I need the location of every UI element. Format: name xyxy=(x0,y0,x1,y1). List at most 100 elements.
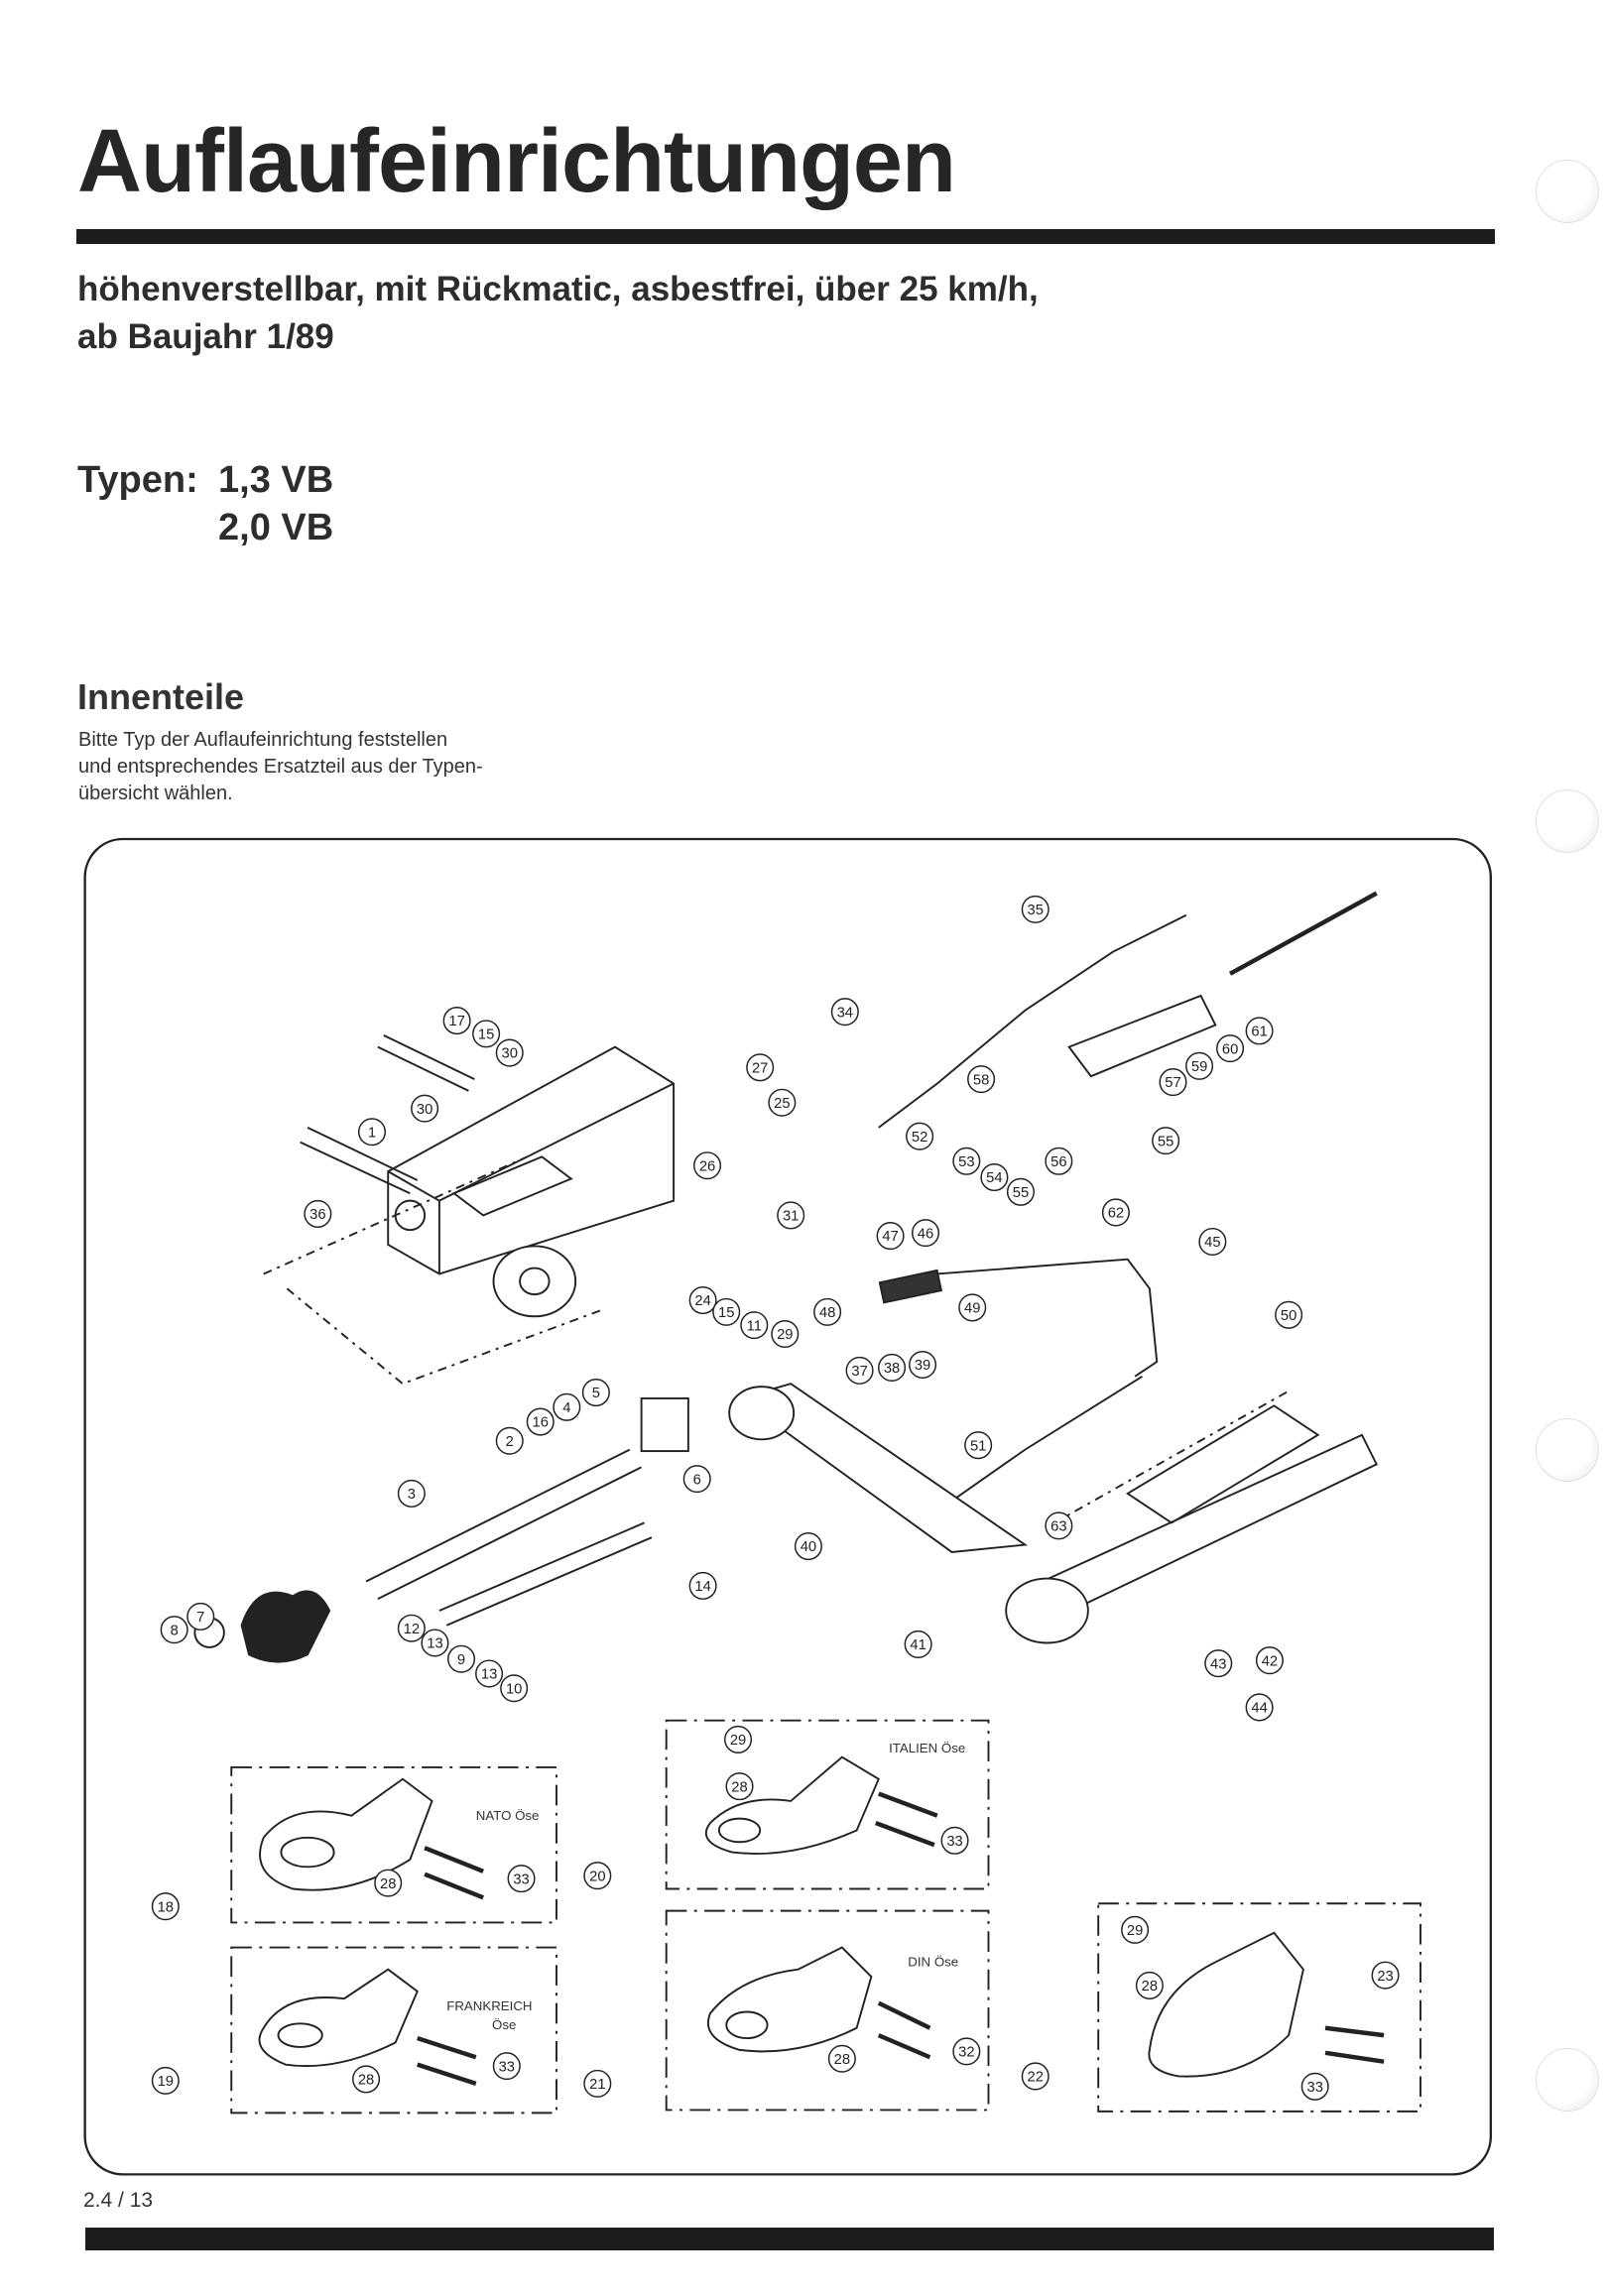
push-rod xyxy=(365,1448,643,1601)
part-callout: 28 xyxy=(827,2044,856,2073)
label-nato-eye: NATO Öse xyxy=(476,1808,540,1823)
shock-absorber xyxy=(438,1521,653,1627)
callout-circle xyxy=(1275,1300,1303,1329)
callout-number: 58 xyxy=(973,1072,989,1088)
callout-circle xyxy=(442,1007,471,1035)
part-callout: 61 xyxy=(1245,1017,1274,1045)
callout-circle xyxy=(724,1725,753,1753)
part-callout: 46 xyxy=(911,1219,940,1248)
callout-number: 8 xyxy=(171,1623,179,1638)
header-rule xyxy=(76,229,1495,244)
callout-number: 53 xyxy=(958,1154,974,1170)
part-callouts: 3534171530301362725263158525354555657596… xyxy=(151,895,1400,2101)
callout-number: 13 xyxy=(481,1667,497,1683)
part-callout: 34 xyxy=(830,998,859,1027)
part-callout: 59 xyxy=(1185,1051,1214,1080)
callout-circle xyxy=(1185,1051,1214,1080)
part-callout: 19 xyxy=(151,2066,180,2095)
callout-number: 28 xyxy=(834,2052,850,2068)
ball-coupling xyxy=(1148,1931,1304,2078)
nato-eye xyxy=(259,1777,433,1891)
callout-circle xyxy=(492,2052,521,2081)
callout-circle xyxy=(906,1122,934,1150)
housing-handle xyxy=(451,1155,573,1217)
part-callout: 8 xyxy=(160,1616,188,1644)
mounting-bracket xyxy=(1125,1404,1320,1524)
subassembly-labels: NATO Öse ITALIEN Öse FRANKREICH Öse DIN … xyxy=(446,1741,965,2032)
part-callout: 32 xyxy=(952,2037,981,2066)
callout-number: 33 xyxy=(1306,2080,1322,2096)
callout-circle xyxy=(1021,2062,1049,2091)
housing-edge xyxy=(387,1082,675,1274)
callout-circle xyxy=(952,1147,981,1175)
callout-circle xyxy=(421,1629,449,1657)
label-frankreich-eye-2: Öse xyxy=(492,2017,516,2032)
cable xyxy=(951,1375,1144,1503)
callout-circle xyxy=(1121,1915,1150,1944)
eye-hole xyxy=(717,1817,762,1844)
callout-circle xyxy=(904,1630,932,1658)
part-callout: 54 xyxy=(980,1163,1009,1192)
callout-circle xyxy=(740,1311,769,1340)
callout-circle xyxy=(768,1088,797,1117)
callout-circle xyxy=(397,1614,426,1642)
callout-circle xyxy=(682,1465,711,1494)
eye-hole xyxy=(725,2010,769,2040)
callout-circle xyxy=(1101,1198,1130,1227)
callout-number: 23 xyxy=(1377,1969,1393,1985)
callout-number: 44 xyxy=(1251,1701,1267,1717)
callout-circle xyxy=(878,1353,907,1382)
callout-number: 52 xyxy=(912,1130,927,1146)
callout-circle xyxy=(1371,1961,1400,1990)
callout-number: 15 xyxy=(478,1027,494,1043)
section-heading: Innenteile xyxy=(77,676,245,717)
callout-number: 12 xyxy=(404,1622,420,1637)
callout-circle xyxy=(688,1571,717,1600)
callout-circle xyxy=(693,1151,722,1180)
callout-circle xyxy=(507,1865,536,1893)
page-title: Auflaufeinrichtungen xyxy=(77,112,956,211)
subassembly-frames xyxy=(230,1719,1421,2115)
part-callout: 17 xyxy=(442,1007,471,1035)
subtitle-line: ab Baujahr 1/89 xyxy=(77,317,334,356)
bolt xyxy=(300,1126,419,1195)
part-callout: 1 xyxy=(357,1118,386,1147)
callout-number: 60 xyxy=(1222,1041,1238,1057)
damper-wheel xyxy=(492,1245,577,1318)
callout-circle xyxy=(186,1602,215,1631)
part-callout: 7 xyxy=(186,1602,215,1631)
part-callout: 40 xyxy=(794,1532,822,1561)
callout-number: 43 xyxy=(1210,1656,1226,1672)
callout-number: 16 xyxy=(533,1415,549,1431)
part-callout: 13 xyxy=(421,1629,449,1657)
page-number: 2.4 / 13 xyxy=(83,2189,154,2212)
part-callout: 27 xyxy=(746,1053,775,1082)
callout-number: 42 xyxy=(1262,1653,1278,1669)
callout-circle xyxy=(495,1426,524,1455)
callout-number: 2 xyxy=(506,1434,514,1450)
part-callout: 50 xyxy=(1275,1300,1303,1329)
callout-circle xyxy=(151,1892,180,1921)
callout-circle xyxy=(475,1659,504,1688)
part-callout: 4 xyxy=(553,1392,581,1421)
callout-circle xyxy=(1135,1971,1164,1999)
part-callout: 13 xyxy=(475,1659,504,1688)
callout-number: 27 xyxy=(752,1060,768,1076)
callout-circle xyxy=(845,1356,874,1385)
callout-number: 55 xyxy=(1158,1134,1173,1149)
callout-number: 20 xyxy=(589,1869,605,1884)
diagram-frame xyxy=(83,837,1493,2176)
callout-number: 31 xyxy=(783,1209,799,1225)
part-callout: 30 xyxy=(495,1038,524,1067)
types-block: Typen:1,3 VB 2,0 VB xyxy=(77,456,333,551)
part-callout: 9 xyxy=(447,1644,476,1673)
callout-circle xyxy=(1216,1034,1245,1063)
callout-number: 17 xyxy=(448,1014,464,1029)
callout-circle xyxy=(746,1053,775,1082)
callout-number: 6 xyxy=(693,1472,701,1488)
callout-number: 11 xyxy=(747,1318,762,1334)
callout-number: 28 xyxy=(358,2073,374,2089)
callout-circle xyxy=(553,1392,581,1421)
part-callout: 10 xyxy=(500,1674,529,1703)
